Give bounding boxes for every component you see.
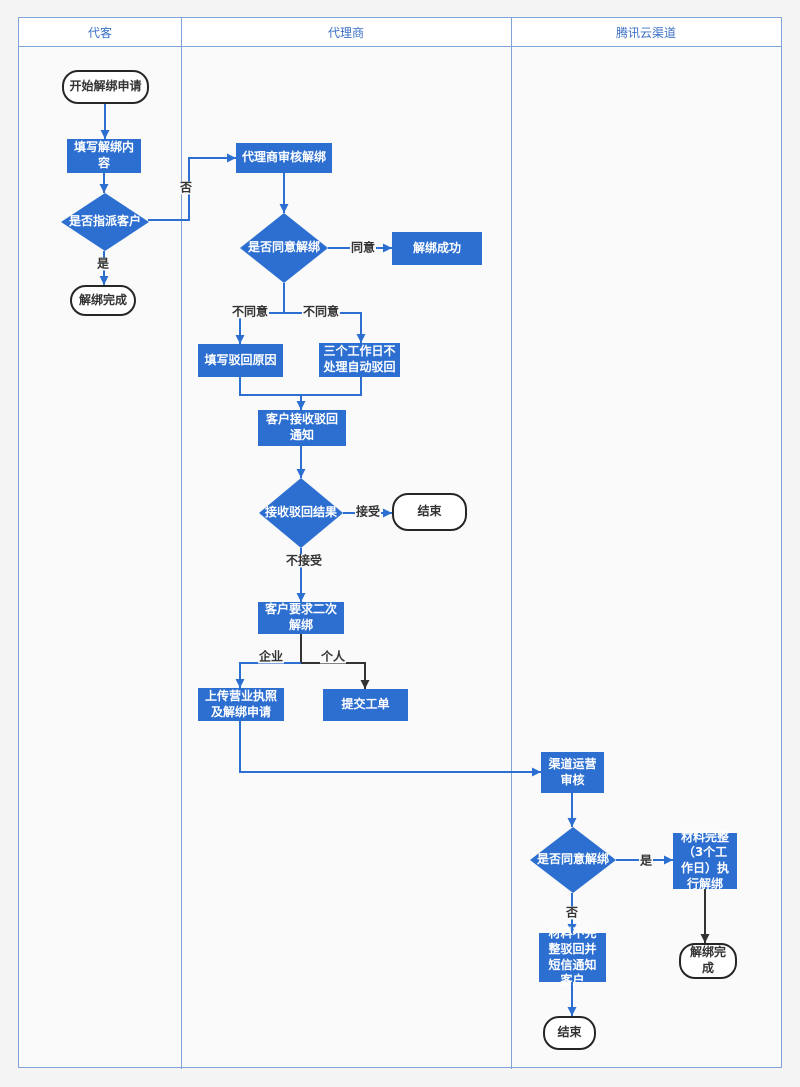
swimlane-board: 代客 代理商 腾讯云渠道 bbox=[18, 17, 782, 1069]
node-end-1: 结束 bbox=[392, 493, 467, 531]
edge-label-8: 个人 bbox=[319, 649, 347, 664]
node-channel-review: 渠道运营审核 bbox=[541, 752, 604, 793]
node-fill-unbind-content: 填写解绑内容 bbox=[67, 139, 141, 173]
node-unbind-success: 解绑成功 bbox=[392, 232, 482, 265]
lane-header-row: 代客 代理商 腾讯云渠道 bbox=[19, 18, 781, 47]
edge-label-0: 否 bbox=[178, 180, 194, 195]
node-second-unbind: 客户要求二次解绑 bbox=[258, 602, 344, 634]
edge-label-4: 不同意 bbox=[301, 304, 341, 319]
node-submit-ticket: 提交工单 bbox=[323, 689, 408, 721]
node-material-complete: 材料完整（3个工作日）执行解绑 bbox=[673, 830, 737, 891]
node-agent-review: 代理商审核解绑 bbox=[236, 143, 332, 173]
edge-label-9: 是 bbox=[638, 853, 654, 868]
lane-header-daike: 代客 bbox=[87, 25, 112, 40]
lane-divider-2 bbox=[511, 18, 512, 1069]
lane-header-agent: 代理商 bbox=[327, 25, 364, 40]
lane-divider-1 bbox=[181, 18, 182, 1069]
node-auto-reject: 三个工作日不处理自动驳回 bbox=[319, 343, 400, 377]
node-unbind-done-2: 解绑完成 bbox=[679, 943, 737, 979]
node-fill-reject-reason: 填写驳回原因 bbox=[198, 344, 283, 377]
node-receive-reject-notice: 客户接收驳回通知 bbox=[258, 410, 346, 446]
edge-label-10: 否 bbox=[564, 905, 580, 920]
node-material-incomplete: 材料不完整驳回并短信通知客户 bbox=[539, 926, 606, 987]
edge-label-3: 不同意 bbox=[230, 304, 270, 319]
edge-label-5: 接受 bbox=[354, 504, 382, 519]
node-end-2: 结束 bbox=[543, 1016, 596, 1050]
node-start: 开始解绑申请 bbox=[62, 70, 149, 104]
edge-label-2: 同意 bbox=[349, 240, 377, 255]
lane-header-tencent-cloud-channel: 腾讯云渠道 bbox=[615, 25, 676, 40]
edge-label-1: 是 bbox=[95, 256, 111, 271]
node-upload-license: 上传营业执照及解绑申请 bbox=[198, 688, 284, 721]
edge-label-6: 不接受 bbox=[284, 553, 324, 568]
edge-label-7: 企业 bbox=[257, 649, 285, 664]
node-unbind-done-1: 解绑完成 bbox=[70, 285, 136, 316]
